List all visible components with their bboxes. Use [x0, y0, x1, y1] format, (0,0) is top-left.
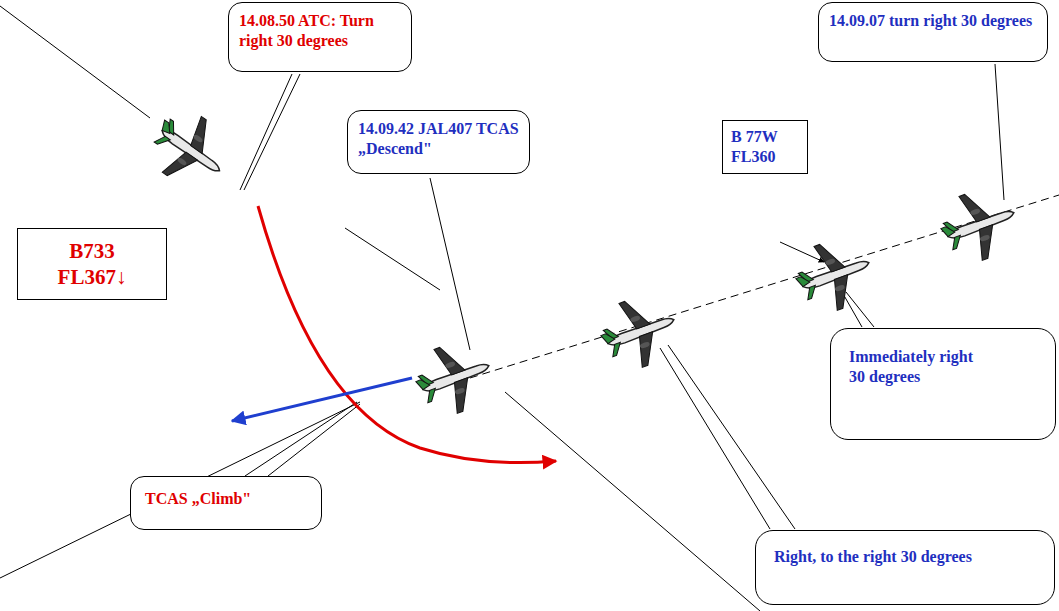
callout-bubble: 14.09.07 turn right 30 degrees — [818, 2, 1048, 62]
callout-bubble: Immediately right 30 degrees — [830, 328, 1056, 440]
callout-text: 14.09.07 turn right 30 degrees — [829, 11, 1037, 31]
callout-text: B 77W FL360 — [731, 127, 791, 167]
track-line — [505, 392, 760, 611]
airplane — [788, 231, 881, 320]
leader-line — [846, 292, 874, 327]
turn-path — [258, 206, 556, 463]
callout-text: TCAS „Climb" — [145, 489, 307, 509]
callout-bubble: Right, to the right 30 degrees — [755, 530, 1055, 605]
callout-text: B733 FL367↓ — [52, 238, 132, 291]
leader-line — [268, 404, 360, 476]
airplane — [139, 100, 239, 198]
leader-line — [668, 345, 795, 529]
callout-text: 14.09.42 JAL407 TCAS „Descend" — [358, 119, 519, 159]
airplane — [408, 334, 501, 423]
leader-line — [842, 292, 862, 327]
airplane — [933, 181, 1026, 270]
track-line — [0, 6, 150, 118]
leader-line — [244, 74, 300, 190]
leader-line — [430, 178, 470, 350]
callout-bubble: 14.09.42 JAL407 TCAS „Descend" — [347, 110, 530, 174]
track-line — [0, 402, 360, 578]
leader-line — [660, 348, 770, 529]
label-box: B 77W FL360 — [722, 120, 808, 174]
turn-path — [232, 378, 412, 421]
callout-text: Right, to the right 30 degrees — [774, 547, 974, 567]
label-box: B733 FL367↓ — [17, 228, 167, 300]
callout-bubble: 14.08.50 ATC: Turn right 30 degrees — [228, 2, 412, 72]
airplane — [593, 288, 686, 377]
leader-line — [240, 74, 292, 190]
callout-bubble: TCAS „Climb" — [130, 476, 322, 530]
leader-line — [345, 228, 440, 290]
callout-text: 14.08.50 ATC: Turn right 30 degrees — [239, 11, 401, 51]
callout-text: Immediately right 30 degrees — [849, 347, 989, 387]
leader-line — [995, 64, 1004, 200]
